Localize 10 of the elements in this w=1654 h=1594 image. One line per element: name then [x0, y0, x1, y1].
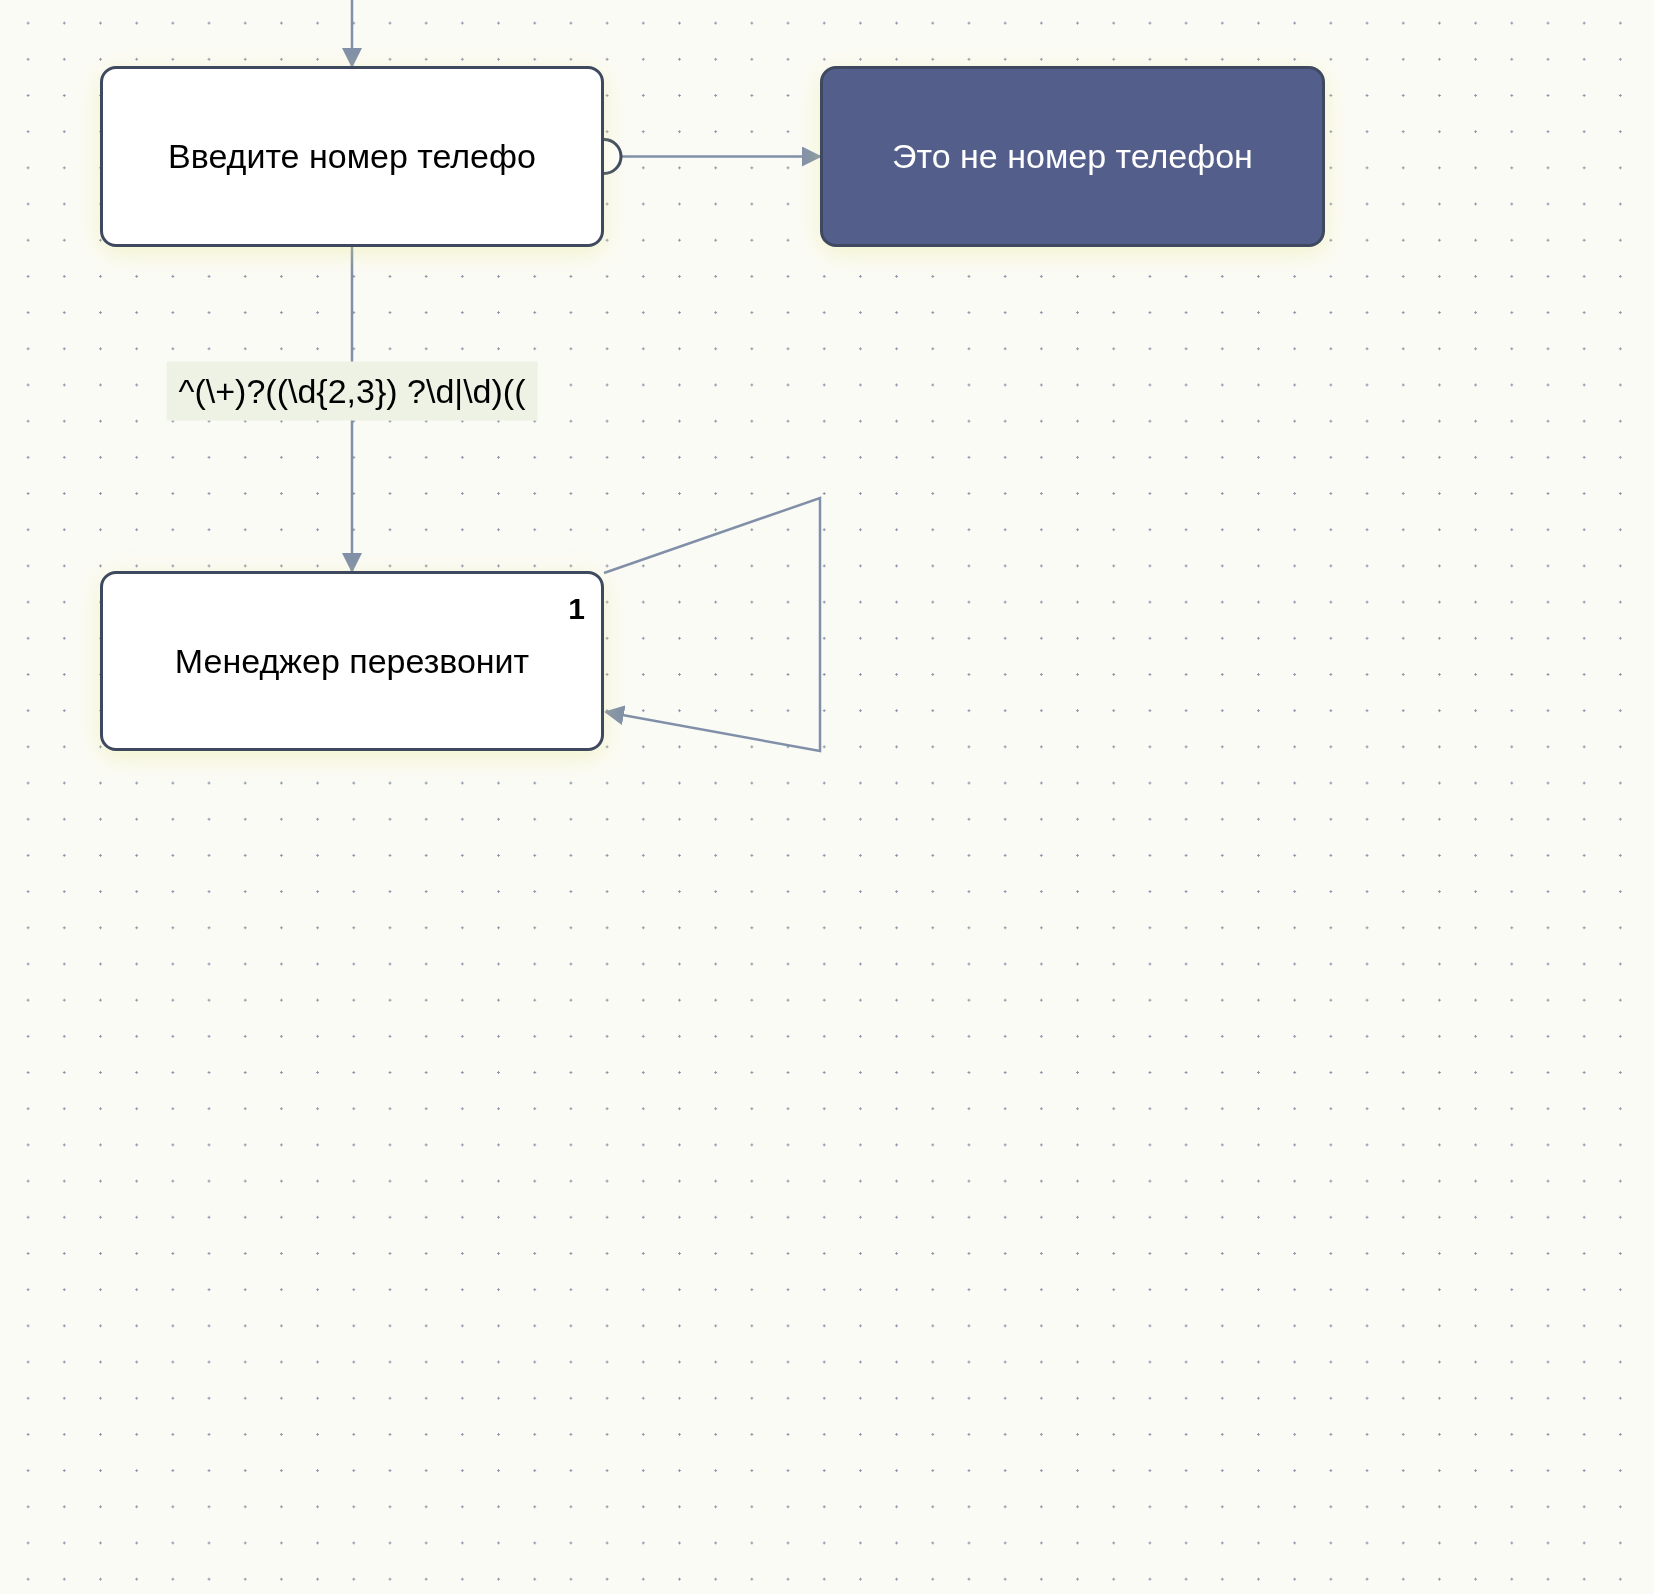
arrow	[342, 0, 362, 68]
edge-label: ^(\+)?((\d{2,3}) ?\d|\d)((	[166, 361, 538, 421]
process-box	[100, 571, 604, 751]
process-box	[100, 66, 604, 247]
node-label: Менеджер перезвонит	[174, 640, 530, 682]
node-label: Введите номер телефо	[168, 136, 536, 177]
arrow	[603, 496, 822, 753]
process-box	[820, 66, 1325, 247]
counter-number: 1	[568, 591, 585, 627]
node-label: Это не номер телефон	[892, 136, 1253, 177]
